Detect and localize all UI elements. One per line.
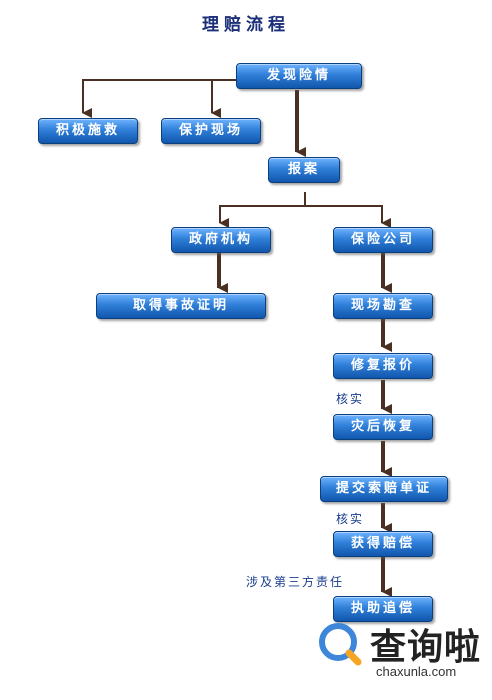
note-verify-2: 核实 (336, 512, 365, 526)
connector-to-insurer (305, 205, 391, 228)
connector-to-rescue (82, 79, 236, 118)
node-rescue: 积极施救 (38, 118, 138, 144)
node-repair: 修复报价 (333, 353, 433, 379)
node-recovery: 执助追偿 (333, 596, 433, 622)
logo-name: 查询啦 (370, 627, 482, 668)
node-payout: 获得赔偿 (333, 531, 433, 557)
diagram-title: 理赔流程 (202, 15, 290, 35)
node-gov: 政府机构 (171, 227, 271, 253)
note-third-party: 涉及第三方责任 (246, 575, 345, 589)
logo-url: chaxunla.com (376, 664, 457, 679)
node-discover: 发现险情 (236, 63, 362, 89)
connector-to-gov (219, 192, 306, 228)
note-verify-1: 核实 (336, 392, 365, 406)
node-survey: 现场勘查 (333, 293, 433, 319)
node-restore: 灾后恢复 (333, 414, 433, 440)
node-submit: 提交索赔单证 (320, 476, 448, 502)
search-magnifier-icon (319, 623, 362, 666)
node-cert: 取得事故证明 (96, 293, 266, 319)
node-protect: 保护现场 (161, 118, 261, 144)
node-insurer: 保险公司 (333, 227, 433, 253)
node-report: 报案 (268, 157, 340, 183)
